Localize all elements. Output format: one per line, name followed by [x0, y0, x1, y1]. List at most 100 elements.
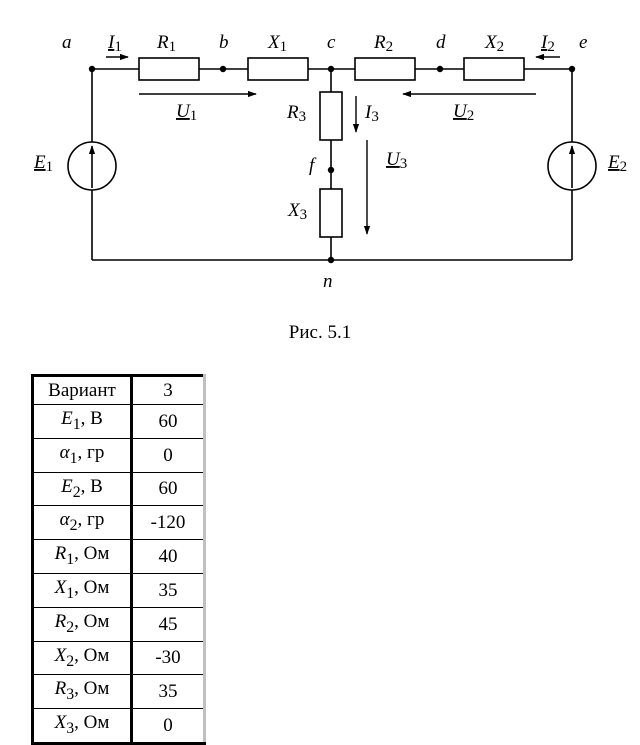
label-i2-sym: I: [540, 32, 549, 53]
label-u1-sym: U: [176, 101, 191, 122]
label-x1: X1: [267, 32, 287, 55]
label-r1-sym: R: [156, 32, 169, 53]
label-i3: I3: [364, 102, 379, 125]
label-r3-sym: R: [286, 102, 299, 123]
param-name: E2, В: [31, 471, 133, 507]
label-u2: U2: [453, 101, 474, 124]
label-r1: R1: [156, 32, 176, 55]
param-name: R2, Ом: [31, 606, 133, 642]
node-dot-b: [219, 65, 227, 73]
node-label-d: d: [436, 32, 446, 53]
resistor-r2: [354, 57, 416, 81]
node-label-f: f: [309, 155, 317, 176]
param-subscript: 1: [72, 415, 81, 433]
param-name: E1, В: [31, 404, 133, 439]
param-value: 40: [131, 539, 206, 574]
label-x3: X3: [287, 200, 307, 223]
param-name: R1, Ом: [31, 539, 133, 574]
table-row: α2, гр-120: [31, 505, 206, 541]
label-u2-sub: 2: [467, 108, 475, 124]
node-label-n: n: [323, 271, 333, 292]
circuit-diagram: a b c d e f n R1 X1 R2 X2 R3 X3 E1 E2 I1…: [33, 32, 627, 292]
table-header-row: Вариант 3: [31, 374, 206, 405]
node-dot-a: [88, 65, 96, 73]
label-u1: U1: [176, 101, 197, 124]
label-i2: I2: [540, 32, 555, 55]
node-label-c: c: [327, 32, 336, 53]
param-unit: , Ом: [74, 543, 110, 565]
node-label-e: e: [579, 32, 587, 53]
label-x1-sub: 1: [280, 39, 288, 55]
node-dot-c: [327, 65, 335, 73]
param-symbol: R: [54, 610, 67, 632]
param-symbol: α: [59, 509, 70, 531]
param-subscript: 2: [66, 618, 75, 636]
label-u3: U3: [386, 149, 407, 172]
param-name: R3, Ом: [31, 674, 133, 710]
resistor-r3: [319, 91, 343, 141]
param-subscript: 1: [69, 449, 78, 467]
param-subscript: 2: [66, 652, 75, 670]
param-value: -120: [131, 505, 206, 541]
param-name: α2, гр: [31, 505, 133, 541]
header-value: 3: [131, 374, 206, 405]
param-subscript: 3: [66, 686, 75, 704]
label-r3: R3: [286, 102, 306, 125]
label-e2: E2: [607, 152, 627, 175]
label-i2-sub: 2: [547, 39, 555, 55]
label-e2-sub: 2: [620, 159, 628, 175]
label-i1: I1: [107, 32, 122, 55]
label-x3-sub: 3: [300, 207, 308, 223]
label-u1-sub: 1: [190, 108, 198, 124]
param-value: 35: [131, 572, 206, 608]
param-subscript: 2: [69, 517, 78, 535]
param-symbol: E: [61, 475, 73, 497]
node-dot-d: [436, 65, 444, 73]
param-unit: , Ом: [74, 678, 110, 700]
param-unit: , Ом: [74, 644, 110, 666]
param-value: 0: [131, 437, 206, 473]
resistor-r1: [138, 57, 200, 81]
reactance-x3: [319, 188, 343, 238]
node-dot-n: [327, 256, 335, 264]
param-value: 60: [131, 404, 206, 439]
label-i1-sub: 1: [114, 39, 122, 55]
label-r1-sub: 1: [169, 39, 177, 55]
label-x2-sym: X: [484, 32, 498, 53]
label-u3-sub: 3: [400, 156, 408, 172]
param-value: 45: [131, 606, 206, 642]
reactance-x2: [463, 57, 525, 81]
param-symbol: E: [61, 408, 73, 429]
param-symbol: X: [54, 644, 67, 666]
node-label-a: a: [62, 32, 72, 53]
node-dot-f: [327, 166, 335, 174]
table-row: α1, гр 0: [31, 437, 206, 473]
label-u2-sym: U: [453, 101, 468, 122]
label-e2-sym: E: [607, 152, 620, 173]
param-unit: , Ом: [74, 576, 110, 598]
param-symbol: R: [54, 678, 67, 700]
param-unit: , Ом: [74, 610, 110, 632]
param-symbol: α: [59, 441, 70, 463]
param-value: -30: [131, 640, 206, 676]
node-dot-e: [568, 65, 576, 73]
label-r2: R2: [373, 32, 393, 55]
figure-caption: Рис. 5.1: [288, 322, 352, 343]
param-subscript: 1: [66, 550, 75, 568]
source-e1: [67, 141, 117, 191]
node-label-b: b: [219, 32, 229, 53]
param-subscript: 2: [72, 483, 81, 501]
param-subscript: 3: [66, 719, 75, 737]
param-unit: , гр: [77, 441, 105, 463]
reactance-x1: [247, 57, 309, 81]
param-symbol: X: [54, 712, 67, 734]
label-r3-sub: 3: [299, 109, 307, 125]
label-i3-sym: I: [364, 102, 373, 123]
param-value: 60: [131, 471, 206, 507]
